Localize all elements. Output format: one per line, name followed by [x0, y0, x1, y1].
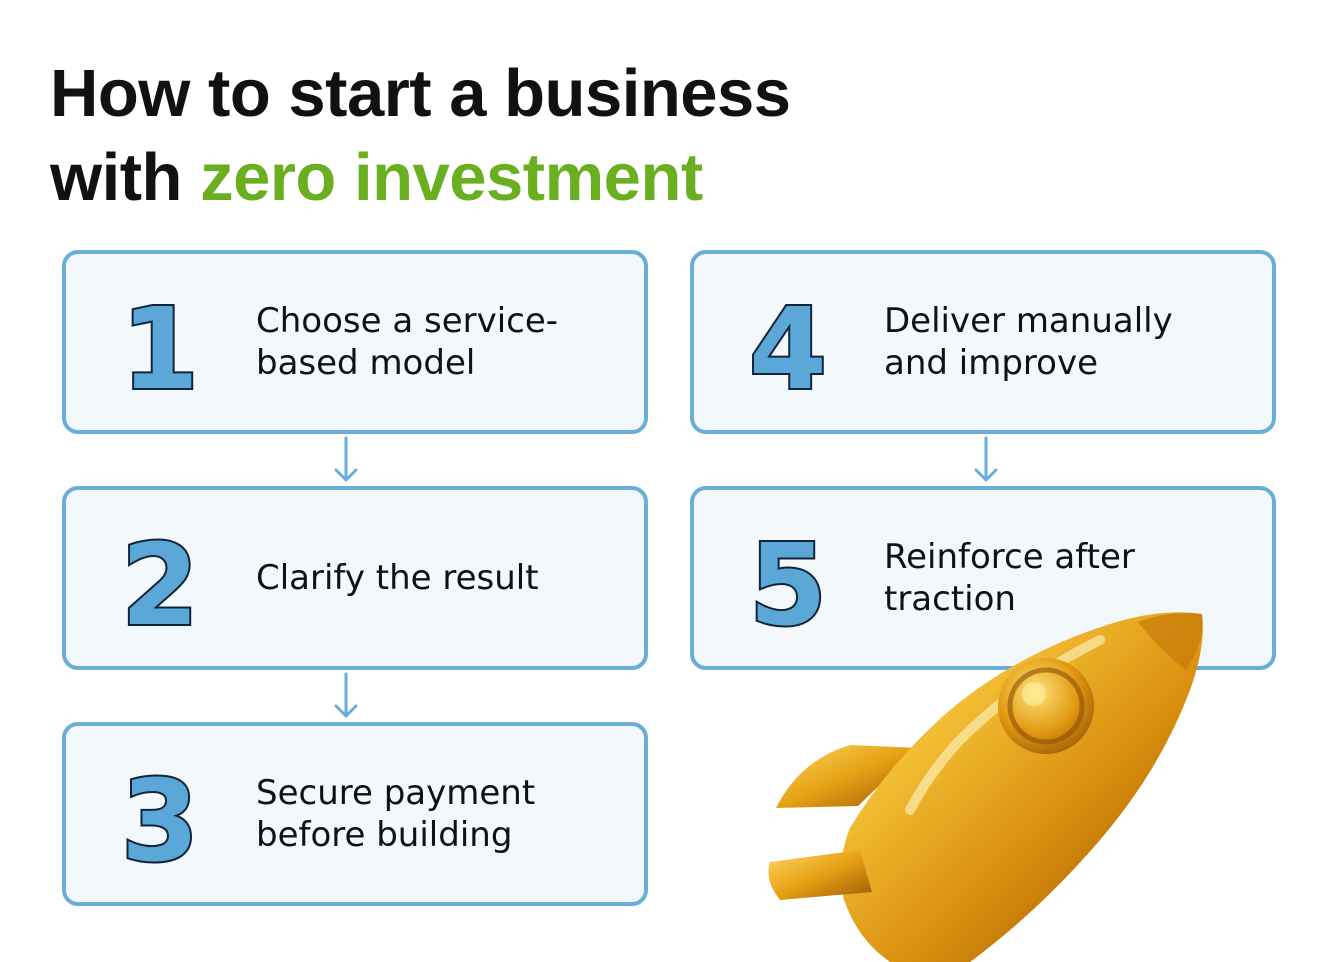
title-line-2-plain: with: [50, 140, 201, 215]
step-number-3: 3: [124, 764, 196, 872]
gold-rocket-icon: [768, 612, 1203, 962]
step-label-2: Clarify the result: [256, 558, 539, 598]
arrow-down-icon: [334, 436, 358, 482]
arrow-down-icon: [974, 436, 998, 482]
step-number-4: 4: [752, 292, 824, 400]
title-line-2-accent: zero investment: [200, 140, 703, 215]
svg-text:4: 4: [752, 292, 824, 400]
step-card-1: 1 Choose a service-based model: [62, 250, 648, 434]
svg-text:1: 1: [124, 292, 196, 400]
arrow-down-icon: [334, 672, 358, 718]
title-line-1: How to start a business: [50, 56, 791, 131]
step-card-5: 5 Reinforce after traction: [690, 486, 1276, 670]
step-card-4: 4 Deliver manually and improve: [690, 250, 1276, 434]
step-card-2: 2 Clarify the result: [62, 486, 648, 670]
step-number-1: 1: [124, 292, 196, 400]
step-label-1: Choose a service-based model: [256, 301, 559, 383]
step-number-5: 5: [752, 528, 824, 636]
step-card-3: 3 Secure payment before building: [62, 722, 648, 906]
svg-text:2: 2: [124, 528, 196, 636]
svg-text:5: 5: [752, 528, 824, 636]
step-label-5: Reinforce after traction: [884, 537, 1135, 619]
page-title: How to start a business with zero invest…: [50, 52, 791, 220]
step-label-3: Secure payment before building: [256, 773, 536, 855]
step-number-2: 2: [124, 528, 196, 636]
step-label-4: Deliver manually and improve: [884, 301, 1173, 383]
svg-text:3: 3: [124, 764, 196, 872]
